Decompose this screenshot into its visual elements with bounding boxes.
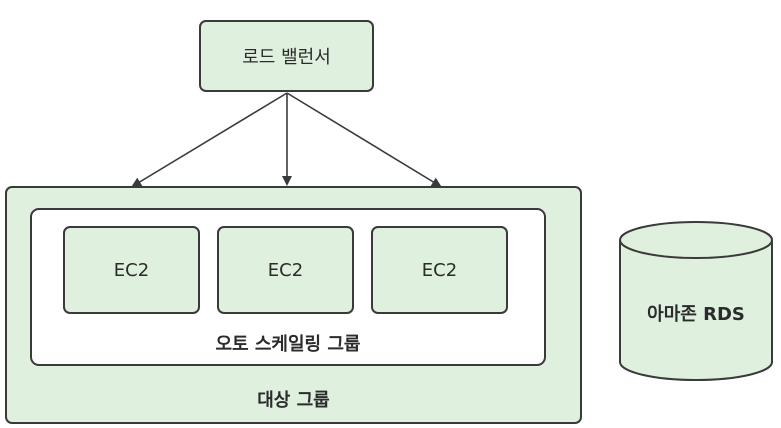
ec2-instance-label: EC2 <box>421 259 458 281</box>
database-label: 아마존 RDS <box>647 304 745 325</box>
ec2-instance-box: EC2 <box>63 226 200 314</box>
auto-scaling-group-label: 오토 스케일링 그룹 <box>215 334 361 355</box>
ec2-instance-box: EC2 <box>371 226 508 314</box>
load-balancer-box: 로드 밸런서 <box>199 20 374 92</box>
load-balancer-label: 로드 밸런서 <box>242 47 331 68</box>
arrow-to-right-instance <box>286 92 442 188</box>
ec2-instance-label: EC2 <box>267 259 304 281</box>
ec2-instance-label: EC2 <box>113 259 150 281</box>
target-group-label: 대상 그룹 <box>257 390 330 411</box>
ec2-instance-box: EC2 <box>217 226 354 314</box>
arrow-to-left-instance <box>131 92 288 188</box>
